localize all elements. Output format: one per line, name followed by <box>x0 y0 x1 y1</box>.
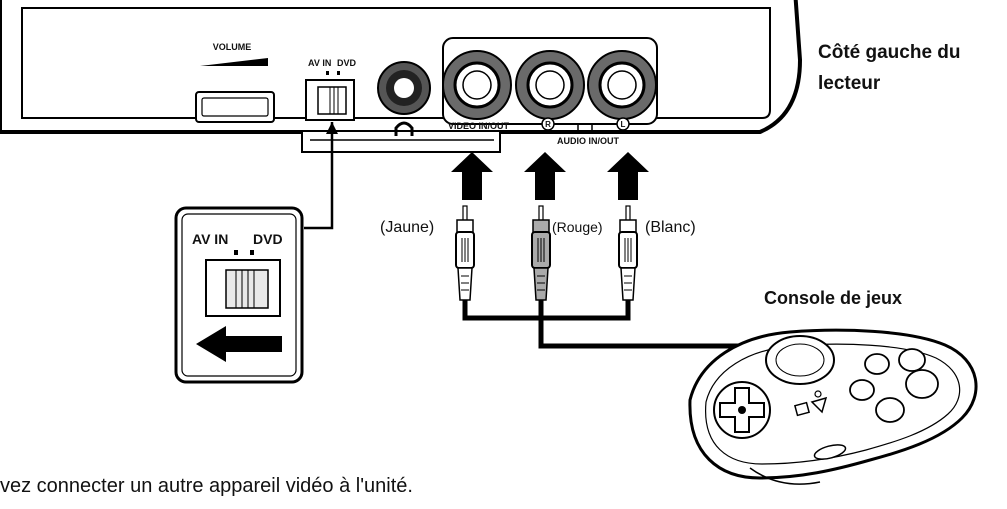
controller-action-button <box>864 353 890 375</box>
headphone-icon <box>394 121 414 136</box>
white-plug-label: (Blanc) <box>645 219 696 236</box>
zoom-dvd-label: DVD <box>253 231 283 247</box>
headphone-jack[interactable] <box>377 61 431 136</box>
audio-in-out-label: AUDIO IN/OUT <box>557 136 620 146</box>
volume-control[interactable]: VOLUME <box>195 42 275 123</box>
volume-label: VOLUME <box>213 42 252 52</box>
insert-arrows <box>451 152 649 200</box>
game-controller <box>688 328 978 485</box>
red-plug <box>531 205 551 301</box>
up-arrow-icon <box>524 152 566 200</box>
white-plug <box>618 205 638 301</box>
controller-action-button <box>875 397 905 423</box>
audio-right-jack[interactable] <box>515 50 585 120</box>
av-cable <box>462 300 751 352</box>
controller-action-button <box>898 348 926 372</box>
red-plug-label: (Rouge) <box>552 219 603 235</box>
side-label-line1: Côté gauche du <box>818 42 961 63</box>
controller-action-button <box>905 369 939 399</box>
audio-markers: R L AUDIO IN/OUT <box>541 117 630 146</box>
zoom-av-in-label: AV IN <box>192 231 228 247</box>
up-arrow-icon <box>607 152 649 200</box>
caption-text: vez connecter un autre appareil vidéo à … <box>0 475 413 497</box>
dpad-icon <box>713 381 771 439</box>
switch-zoom-callout: AV IN DVD <box>174 122 338 384</box>
side-label-line2: lecteur <box>818 73 881 94</box>
audio-r-marker: R <box>545 120 551 129</box>
video-jack[interactable] <box>442 50 512 120</box>
slide-left-arrow-icon <box>196 326 282 362</box>
controller-action-button <box>849 379 875 401</box>
player-switch-dvd-label: DVD <box>337 58 357 68</box>
player-switch-av-in-label: AV IN <box>308 58 331 68</box>
audio-l-marker: L <box>621 120 626 129</box>
up-arrow-icon <box>451 152 493 200</box>
controller-power-switch <box>813 444 847 460</box>
yellow-plug-label: (Jaune) <box>380 219 434 236</box>
audio-left-jack[interactable] <box>587 50 657 120</box>
console-label: Console de jeux <box>764 288 902 308</box>
rca-jack-panel <box>442 37 658 125</box>
controller-big-button <box>765 335 835 385</box>
video-in-out-label: VIDEO IN/OUT <box>448 121 510 131</box>
player-av-switch[interactable]: AV IN DVD <box>305 58 357 121</box>
yellow-plug <box>455 205 475 301</box>
